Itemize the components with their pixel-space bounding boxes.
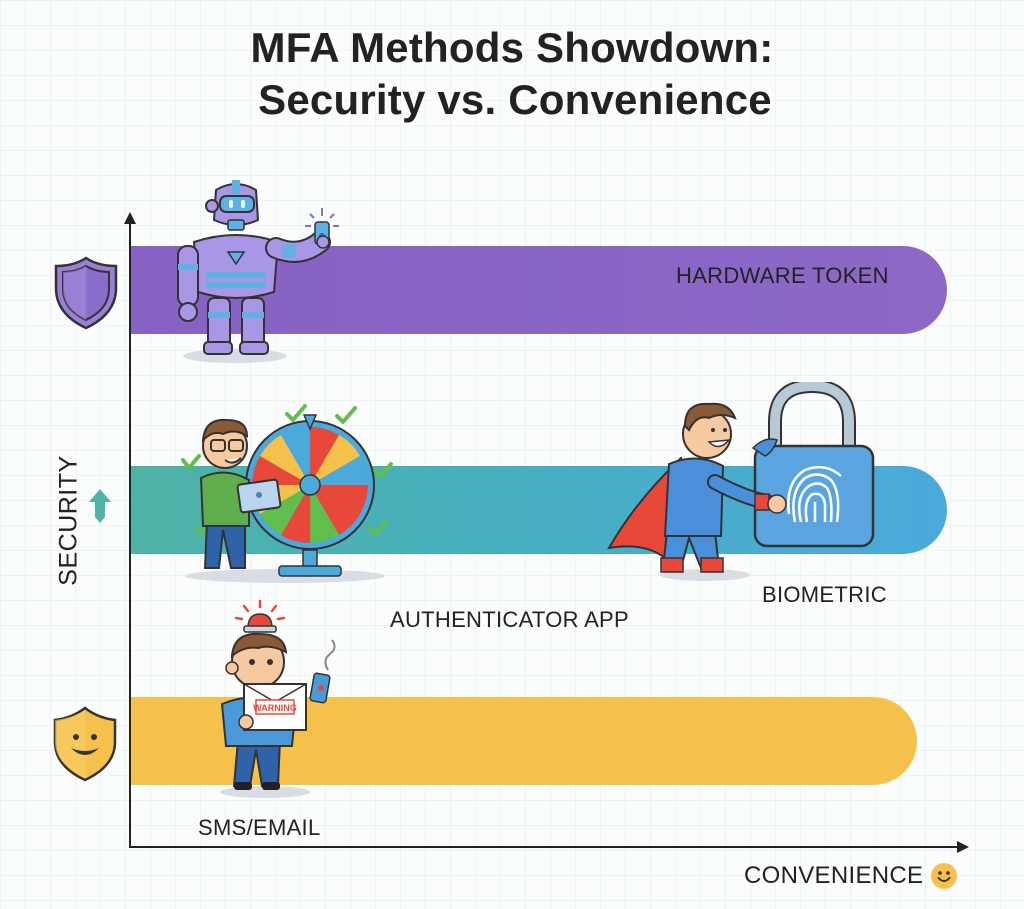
smiley-icon — [931, 863, 958, 889]
y-axis — [129, 222, 131, 848]
x-axis-label: CONVENIENCE — [744, 862, 958, 890]
sms-email-label: SMS/EMAIL — [198, 815, 321, 840]
worried-man-with-envelope-illustration: WARNING — [220, 600, 336, 798]
purple-shield-icon — [54, 256, 118, 330]
superhero-with-padlock-illustration — [607, 382, 875, 581]
y-axis-label: SECURITY — [54, 454, 83, 586]
biometric-label: BIOMETRIC — [762, 582, 887, 607]
robot-illustration — [177, 180, 339, 363]
x-axis-arrowhead — [957, 841, 969, 853]
svg-text:WARNING: WARNING — [253, 703, 297, 713]
page-title: MFA Methods Showdown: Security vs. Conve… — [0, 22, 1024, 126]
y-axis-arrowhead — [124, 212, 136, 224]
title-line-1: MFA Methods Showdown: — [250, 24, 774, 71]
authenticator-app-label: AUTHENTICATOR APP — [390, 607, 629, 632]
up-arrow-icon — [89, 489, 111, 523]
checkmark-icons — [181, 404, 393, 536]
smiling-yellow-shield-icon — [53, 706, 117, 782]
hardware-token-label: HARDWARE TOKEN — [676, 263, 889, 288]
title-line-2: Security vs. Convenience — [258, 76, 772, 123]
man-with-prize-wheel-illustration — [181, 404, 393, 583]
fingerprint-icon — [787, 465, 842, 523]
x-axis — [129, 846, 959, 848]
alarm-siren-icon — [234, 600, 286, 633]
